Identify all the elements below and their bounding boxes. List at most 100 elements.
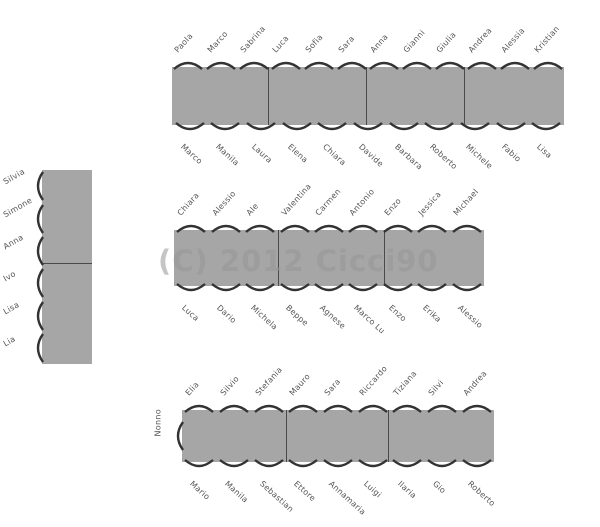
chair <box>467 58 498 70</box>
guest-label: Marco <box>205 29 230 55</box>
guest-label: Riccardo <box>357 363 389 398</box>
chair <box>500 58 530 70</box>
guest-label: Sara <box>336 34 356 55</box>
chair <box>304 58 334 70</box>
table-4 <box>42 170 92 364</box>
chair <box>32 203 58 234</box>
guest-label: Alessio <box>455 303 485 331</box>
chair <box>32 300 58 331</box>
chair <box>434 58 465 70</box>
guest-label: Roberto <box>465 479 497 509</box>
guest-label: Silvia <box>1 167 27 187</box>
guest-label: Andrea <box>461 368 489 398</box>
guest-label: Sabrina <box>238 24 267 55</box>
chair <box>279 283 310 295</box>
chair <box>172 421 198 451</box>
chair <box>532 58 563 70</box>
guest-label: Erika <box>421 303 444 325</box>
chair <box>288 459 319 471</box>
chair <box>353 122 383 134</box>
guest-label: Antonio <box>348 187 377 218</box>
guest-label: Michael <box>451 187 481 218</box>
chair <box>32 268 58 298</box>
guest-label: Gianni <box>401 28 427 55</box>
chair <box>32 171 58 201</box>
guest-label: Enzo <box>386 303 409 324</box>
chair <box>175 122 205 134</box>
guest-label: Ettore <box>292 479 318 504</box>
table-divider <box>388 410 389 462</box>
guest-label: Lia <box>1 334 18 349</box>
chair <box>253 459 284 471</box>
chair <box>288 401 319 413</box>
chair <box>495 122 526 134</box>
guest-label: Gio <box>430 479 448 496</box>
chair <box>348 221 379 233</box>
guest-label: Luca <box>180 303 202 324</box>
chair <box>271 58 302 70</box>
guest-label: Simone <box>1 195 34 219</box>
guest-label: Giulia <box>434 30 458 55</box>
chair <box>317 122 348 134</box>
guest-label: Alessia <box>499 26 527 55</box>
table-2 <box>174 230 484 286</box>
chair <box>206 58 236 70</box>
guest-label: Valentina <box>279 181 313 218</box>
guest-label: Jessica <box>416 189 444 218</box>
guest-label: Davide <box>356 142 386 169</box>
guest-label: Silvio <box>218 374 241 398</box>
chair <box>531 122 561 134</box>
chair <box>392 401 423 413</box>
guest-label: Carmen <box>313 186 343 218</box>
chair <box>279 221 310 233</box>
chair <box>336 58 367 70</box>
guest-label: Elena <box>285 142 310 165</box>
chair <box>32 236 58 266</box>
guest-label: Elia <box>183 379 202 398</box>
chair <box>210 283 241 295</box>
chair <box>238 58 269 70</box>
chair <box>461 459 492 471</box>
chair <box>357 401 388 413</box>
watermark: (C) 2012 Cicci90 <box>158 244 439 278</box>
chair <box>184 459 215 471</box>
chair <box>461 401 492 413</box>
guest-label: Luca <box>270 33 291 55</box>
guest-label: Tiziana <box>391 368 419 398</box>
chair <box>392 459 423 471</box>
guest-label: Fabio <box>499 142 523 164</box>
chair <box>176 221 206 233</box>
chair <box>424 122 455 134</box>
guest-label: Manila <box>222 479 250 505</box>
guest-label: Mauro <box>287 371 313 398</box>
guest-label: Chiara <box>175 190 202 218</box>
chair <box>369 58 400 70</box>
chair <box>210 221 241 233</box>
guest-label: Roberto <box>428 142 460 172</box>
guest-label: Michela <box>249 303 280 332</box>
chair <box>388 122 419 134</box>
guest-label: Sara <box>322 377 343 398</box>
chair <box>173 58 204 70</box>
guest-label: Dario <box>214 303 238 326</box>
guest-label: Sebastian <box>257 479 296 515</box>
guest-label: Marco <box>178 142 204 167</box>
guest-label: Enzo <box>382 196 403 218</box>
table-divider <box>286 410 287 462</box>
guest-label: Paola <box>172 31 195 55</box>
guest-label: Laura <box>250 142 275 165</box>
chair <box>451 283 482 295</box>
chair <box>219 401 249 413</box>
chair <box>245 283 275 295</box>
chair <box>402 58 432 70</box>
chair <box>348 283 379 295</box>
chair <box>417 283 448 295</box>
guest-label: Beppe <box>283 303 310 328</box>
chair <box>281 122 312 134</box>
table-divider <box>464 67 465 125</box>
guest-label: Manila <box>214 142 242 168</box>
guest-label: Barbara <box>392 142 424 172</box>
guest-label: Mario <box>188 479 212 502</box>
chair <box>451 221 482 233</box>
